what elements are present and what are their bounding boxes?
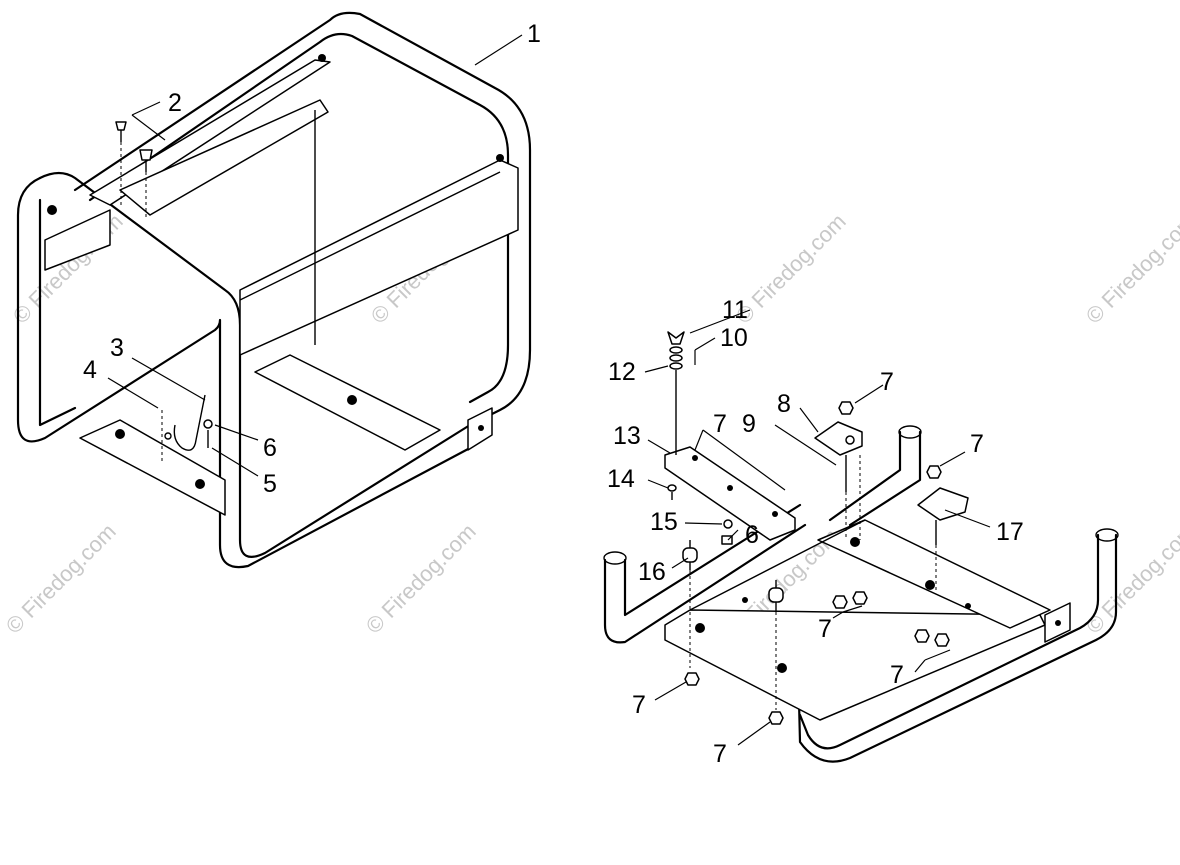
- nut-icon: [684, 672, 700, 686]
- washer-icon: [669, 362, 683, 370]
- watermark: © Firedog.com: [361, 519, 481, 639]
- ground-wire: [173, 394, 206, 451]
- frame-top-rail: [239, 159, 519, 356]
- callout-7: 7: [890, 661, 904, 689]
- callout-6: 6: [745, 521, 759, 549]
- callouts: 1 2 3 4 6 5 11 10 12 7 8 13 7 9 7 14 15 …: [83, 20, 1024, 768]
- frame-back-tube-inner: [88, 32, 510, 404]
- callout-7: 7: [970, 430, 984, 458]
- nut-icon: [914, 629, 930, 643]
- base-rear-handle: [828, 430, 902, 522]
- assembled-frame: [16, 11, 532, 569]
- base-right-rail-tube: [798, 533, 1100, 750]
- frame-front-tube: [38, 171, 472, 558]
- nut-icon: [832, 595, 848, 609]
- callout-12: 12: [608, 358, 636, 386]
- callout-2: 2: [168, 89, 182, 117]
- leader-lines: [107, 34, 991, 746]
- callout-13: 13: [613, 422, 641, 450]
- callout-16: 16: [638, 558, 666, 586]
- callout-15: 15: [650, 508, 678, 536]
- washer-icon: [723, 519, 733, 529]
- washer-icon: [669, 346, 683, 354]
- base-cross-member-front: [664, 609, 1046, 721]
- frame-front-tube-inner: [16, 176, 472, 569]
- frame-rear-bracket: [119, 99, 329, 216]
- base-front-handle: [603, 523, 807, 644]
- nut-icon: [934, 633, 950, 647]
- callout-6: 6: [263, 434, 277, 462]
- clamp-plate: [917, 487, 969, 521]
- watermark: © Firedog.com: [1, 519, 121, 639]
- callout-7: 7: [818, 615, 832, 643]
- watermarks: © Firedog.com © Firedog.com © Firedog.co…: [1, 209, 1180, 644]
- wing-nut-icon: [667, 331, 685, 345]
- callout-7: 7: [880, 368, 894, 396]
- nut-icon: [838, 401, 854, 415]
- washer-icon: [667, 484, 677, 492]
- screw-icon: [115, 121, 127, 142]
- frame-end-bracket: [44, 209, 111, 271]
- watermark: © Firedog.com: [1081, 209, 1180, 329]
- base-right-rail-tube-inner: [796, 533, 1118, 763]
- callout-9: 9: [742, 410, 756, 438]
- frame-bottom-rail-left: [79, 419, 226, 516]
- callout-14: 14: [607, 465, 635, 493]
- bolt-icon: [721, 535, 733, 545]
- callout-7: 7: [713, 410, 727, 438]
- rubber-mount: [682, 540, 698, 570]
- base-cross-member-rear: [817, 519, 1051, 629]
- screw-icon: [139, 149, 153, 172]
- callout-10: 10: [720, 324, 748, 352]
- nut-icon: [768, 711, 784, 725]
- frame-rear-rail: [89, 59, 331, 206]
- washer-icon: [669, 354, 683, 362]
- frame-front-tube-outer: [38, 198, 77, 427]
- base-front-handle-inner: [623, 503, 802, 617]
- frame-back-tube: [73, 11, 532, 427]
- base-frame: [603, 331, 1119, 763]
- frame-bottom-rail-right: [254, 354, 441, 451]
- callout-8: 8: [777, 390, 791, 418]
- mount-bracket: [664, 446, 796, 541]
- callout-3: 3: [110, 334, 124, 362]
- callout-1: 1: [527, 20, 541, 48]
- callout-5: 5: [263, 470, 277, 498]
- base-rear-handle-inner: [848, 430, 922, 527]
- callout-17: 17: [996, 518, 1024, 546]
- washer-icon: [203, 419, 213, 429]
- callout-4: 4: [83, 356, 97, 384]
- nut-icon: [926, 465, 942, 479]
- nut-icon: [852, 591, 868, 605]
- rubber-mount: [768, 580, 784, 612]
- callout-7: 7: [713, 740, 727, 768]
- callout-7: 7: [632, 691, 646, 719]
- callout-11: 11: [722, 296, 748, 324]
- clamp-plate: [814, 421, 863, 456]
